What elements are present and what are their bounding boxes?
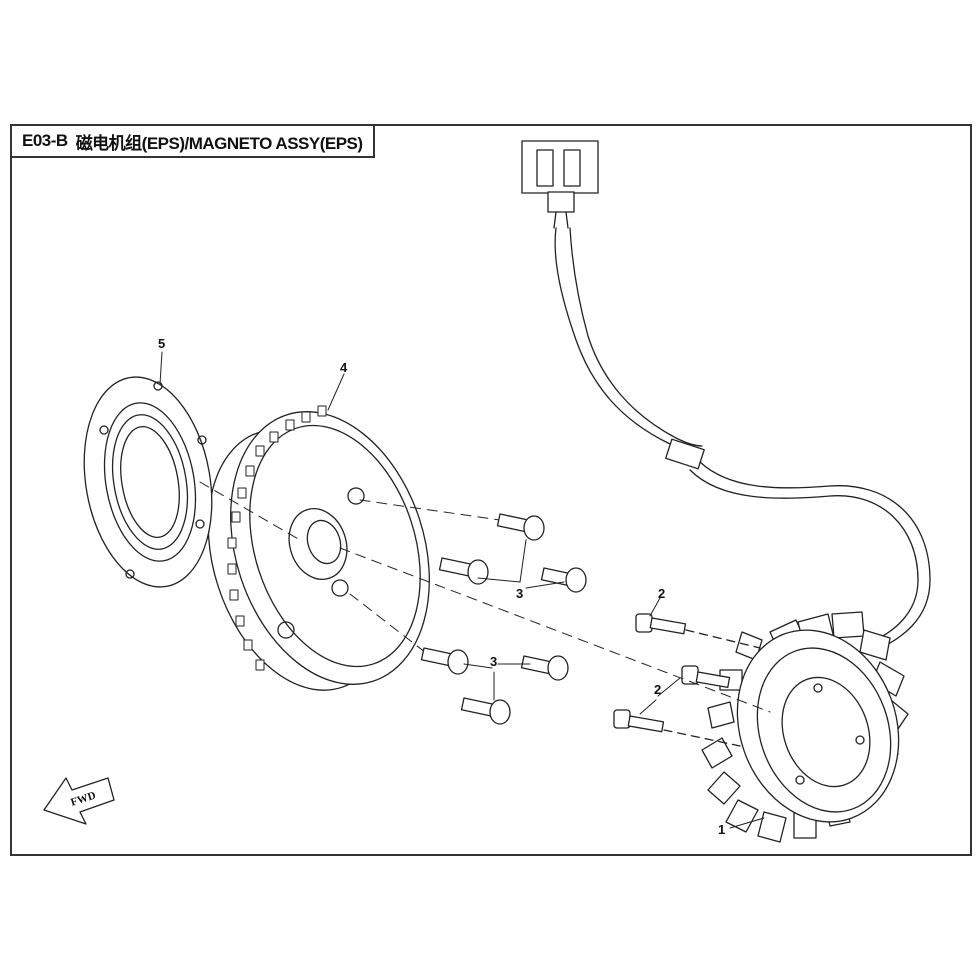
screw-3-d: [420, 647, 469, 675]
screw-3-f: [460, 697, 511, 725]
callout-3-bottom: 3: [490, 654, 497, 669]
fwd-arrow-icon: FWD: [43, 777, 115, 825]
bolt-2-top: [635, 613, 761, 649]
screw-3-b: [438, 557, 489, 585]
screw-3-a: [496, 513, 545, 541]
wire-harness: [554, 227, 931, 653]
title-text: 磁电机组(EPS)/MAGNETO ASSY(EPS): [75, 133, 363, 153]
callout-2-bottom: 2: [654, 682, 661, 697]
connector: [521, 140, 599, 229]
drawing-frame: [10, 124, 972, 856]
title-box: E03-B 磁电机组(EPS)/MAGNETO ASSY(EPS): [10, 124, 375, 158]
callout-4: 4: [340, 360, 348, 375]
leader-lines: [159, 351, 765, 829]
title-code: E03-B: [22, 131, 68, 150]
callout-5: 5: [158, 336, 165, 351]
bolt-2-mid: [681, 665, 731, 689]
callout-1: 1: [718, 822, 725, 837]
bolt-2-bottom: [613, 709, 741, 747]
callout-2-top: 2: [658, 586, 665, 601]
screw-3-e: [520, 655, 569, 681]
callout-3-top: 3: [516, 586, 523, 601]
screw-3-c: [540, 567, 587, 593]
starter-clutch: [83, 376, 213, 588]
flywheel: [207, 405, 430, 691]
assembly-axis-lines: [199, 481, 771, 713]
stator: [701, 611, 909, 843]
